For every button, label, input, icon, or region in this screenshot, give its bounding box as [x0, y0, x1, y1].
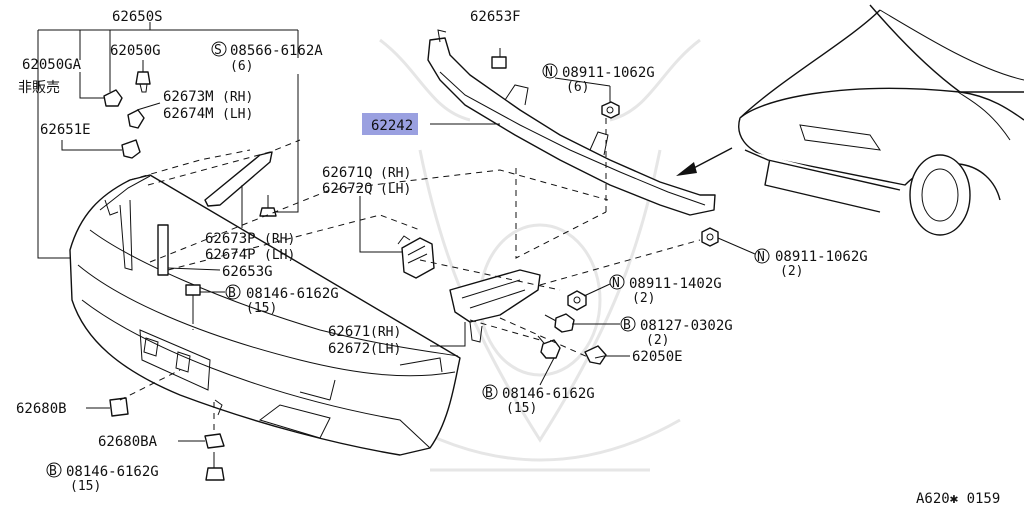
label-08146-6162G-middle[interactable]: 08146-6162G	[502, 386, 595, 402]
prefix-1062G-right: N	[757, 250, 765, 265]
qty-08911-1062G-top: (6)	[566, 80, 589, 95]
bumper-retainer	[427, 29, 716, 216]
label-62680BA[interactable]: 62680BA	[98, 434, 158, 450]
part-62673M-shape	[127, 109, 145, 129]
label-62673M[interactable]: 62673M	[163, 89, 214, 105]
bolt-6162G-bottom	[205, 452, 225, 481]
nut-top	[601, 101, 620, 119]
prefix-circle-6162G-bottom	[46, 462, 62, 478]
qty-08911-1402G: (2)	[632, 291, 655, 306]
prefix-circle-1062G-right	[754, 248, 770, 264]
side-62674M: (LH)	[222, 107, 253, 122]
label-62653F[interactable]: 62653F	[470, 9, 521, 25]
side-62672: (LH)	[370, 342, 401, 357]
label-62651E[interactable]: 62651E	[40, 122, 91, 138]
side-62671: (RH)	[370, 325, 401, 340]
qty-08911-1062G-right: (2)	[780, 264, 803, 279]
clip-62050G	[135, 71, 151, 93]
vehicle-outline	[738, 4, 1024, 236]
prefix-circle-08566	[211, 41, 227, 57]
label-62674M[interactable]: 62674M	[163, 106, 214, 122]
prefix-0302G: B	[623, 318, 631, 333]
label-08911-1062G-right[interactable]: 08911-1062G	[775, 249, 868, 265]
nut-right	[701, 227, 719, 247]
side-62673P: (RH)	[264, 232, 295, 247]
label-08566-6162A[interactable]: 08566-6162A	[230, 43, 323, 59]
highlight-62242	[362, 113, 418, 135]
label-62680B[interactable]: 62680B	[16, 401, 67, 417]
clip-62651E	[121, 139, 141, 159]
prefix-circle-0302G	[620, 316, 636, 332]
qty-08146-6162G-top: (15)	[246, 301, 277, 316]
side-62672Q: (LH)	[380, 182, 411, 197]
label-62672Q[interactable]: 62672Q	[322, 181, 373, 197]
qty-08566-6162A: (6)	[230, 59, 253, 74]
prefix-08566: S	[214, 43, 222, 58]
prefix-1062G-top: N	[545, 65, 553, 80]
label-62672[interactable]: 62672	[328, 341, 370, 357]
part-62653F-shape	[491, 56, 507, 69]
bolt-0302G	[544, 313, 575, 333]
prefix-6162G-top: B	[228, 286, 236, 301]
leader-lines	[37, 22, 756, 442]
bracket-62671Q	[397, 235, 435, 279]
label-62050E[interactable]: 62050E	[632, 349, 683, 365]
part-62653G-shape	[157, 224, 169, 276]
label-08911-1062G-top[interactable]: 08911-1062G	[562, 65, 655, 81]
prefix-circle-6162G-top	[225, 284, 241, 300]
prefix-1402G: N	[612, 276, 620, 291]
prefix-circle-6162G-middle	[482, 384, 498, 400]
side-62674P: (LH)	[264, 248, 295, 263]
qty-08146-6162G-middle: (15)	[506, 401, 537, 416]
qty-08146-6162G-bottom: (15)	[70, 479, 101, 494]
side-62671Q: (RH)	[380, 166, 411, 181]
label-62050GA[interactable]: 62050GA	[22, 57, 82, 73]
label-62671Q[interactable]: 62671Q	[322, 165, 373, 181]
prefix-6162G-bottom: B	[49, 464, 57, 479]
bracket-62671	[449, 269, 541, 343]
screw-08566	[259, 195, 277, 217]
label-62671[interactable]: 62671	[328, 324, 370, 340]
label-08127-0302G[interactable]: 08127-0302G	[640, 318, 733, 334]
prefix-circle-1402G	[609, 274, 625, 290]
prefix-circle-1062G-top	[542, 63, 558, 79]
part-62680BA-shape	[204, 433, 225, 449]
prefix-6162G-middle: B	[485, 386, 493, 401]
bolt-6162G-top	[185, 284, 201, 318]
label-62653G[interactable]: 62653G	[222, 264, 273, 280]
not-for-sale-label: 非販売	[18, 80, 60, 96]
label-62673P[interactable]: 62673P	[205, 231, 256, 247]
label-08911-1402G[interactable]: 08911-1402G	[629, 276, 722, 292]
diagram-code: A620✱ 0159	[916, 491, 1000, 507]
label-62242[interactable]: 62242	[371, 118, 413, 134]
clip-62050GA	[103, 89, 123, 107]
clip-62050E	[584, 345, 607, 365]
direction-arrow	[676, 147, 733, 176]
part-62680B-shape	[109, 397, 129, 417]
label-62650S[interactable]: 62650S	[112, 9, 163, 25]
bolt-6162G-middle	[537, 335, 561, 359]
label-08146-6162G-top[interactable]: 08146-6162G	[246, 286, 339, 302]
nut-1402G	[567, 290, 587, 311]
assembly-dashed-lines	[119, 118, 701, 430]
part-labels: 62650S 62050G 62050GA 非販売 62651E 62673M …	[16, 9, 1000, 507]
label-08146-6162G-bottom[interactable]: 08146-6162G	[66, 464, 159, 480]
qty-08127-0302G: (2)	[646, 333, 669, 348]
side-62673M: (RH)	[222, 90, 253, 105]
label-62050G[interactable]: 62050G	[110, 43, 161, 59]
label-62674P[interactable]: 62674P	[205, 247, 256, 263]
